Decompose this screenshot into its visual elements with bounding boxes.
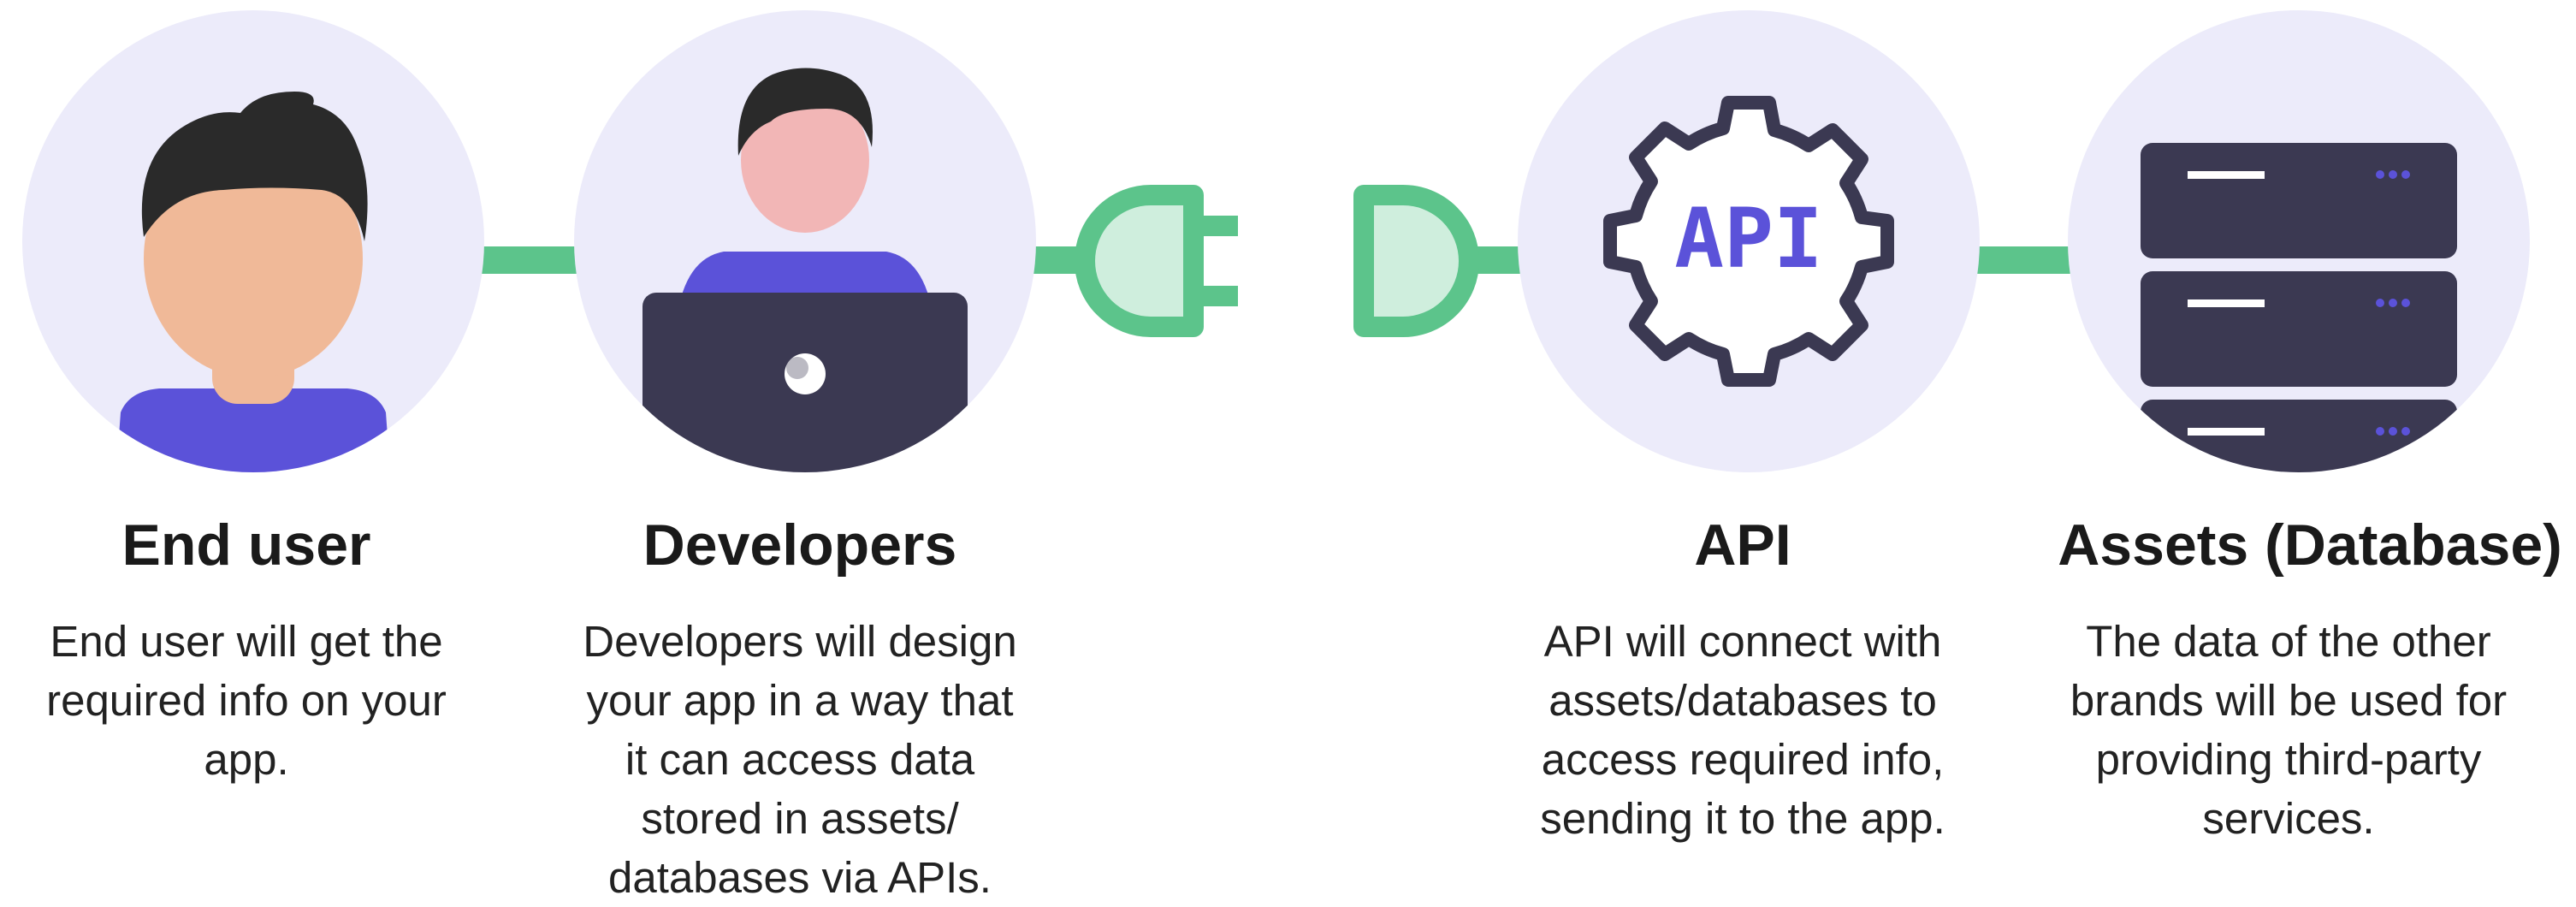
description-line: app.: [204, 735, 289, 784]
description-line: Developers will design: [583, 617, 1017, 666]
api-circle: API: [1518, 10, 1980, 472]
assets-circle: [2068, 10, 2530, 472]
description-line: your app in a way that: [586, 676, 1014, 725]
api-gear-icon: API: [1603, 96, 1894, 387]
person-icon: [116, 92, 390, 472]
node-description: End user will get the required info on y…: [7, 612, 486, 789]
description-line: access required info,: [1541, 735, 1945, 784]
node-title: End user: [121, 513, 371, 578]
connector-api-assets: [1972, 246, 2075, 274]
node-title: API: [1694, 513, 1791, 578]
description-line: The data of the other: [2086, 617, 2491, 666]
description-line: brands will be used for: [2070, 676, 2508, 725]
node-title: Developers: [643, 513, 957, 578]
description-line: assets/databases to: [1549, 676, 1937, 725]
node-description: Developers will design your app in a way…: [560, 612, 1039, 907]
plug-icon: [1075, 185, 1238, 337]
connector-enduser-developers: [475, 246, 577, 274]
node-description: The data of the other brands will be use…: [2032, 612, 2545, 848]
description-line: sending it to the app.: [1540, 794, 1945, 843]
node-title: Assets (Database): [2058, 513, 2562, 578]
description-line: API will connect with: [1543, 617, 1942, 666]
server-database-icon: [2141, 143, 2457, 472]
developer-laptop-icon: [643, 68, 968, 472]
node-description: API will connect with assets/databases t…: [1503, 612, 1982, 848]
description-line: databases via APIs.: [608, 853, 992, 902]
end-user-circle: [22, 10, 484, 472]
description-line: services.: [2202, 794, 2375, 843]
socket-icon: [1353, 185, 1479, 337]
description-line: End user will get the: [50, 617, 443, 666]
description-line: it can access data: [625, 735, 975, 784]
description-line: required info on your: [46, 676, 447, 725]
description-line: stored in assets/: [641, 794, 959, 843]
developers-circle: [574, 10, 1036, 472]
connector-socket-api: [1472, 246, 1523, 274]
api-gear-label: API: [1674, 191, 1822, 287]
description-line: providing third-party: [2095, 735, 2482, 784]
